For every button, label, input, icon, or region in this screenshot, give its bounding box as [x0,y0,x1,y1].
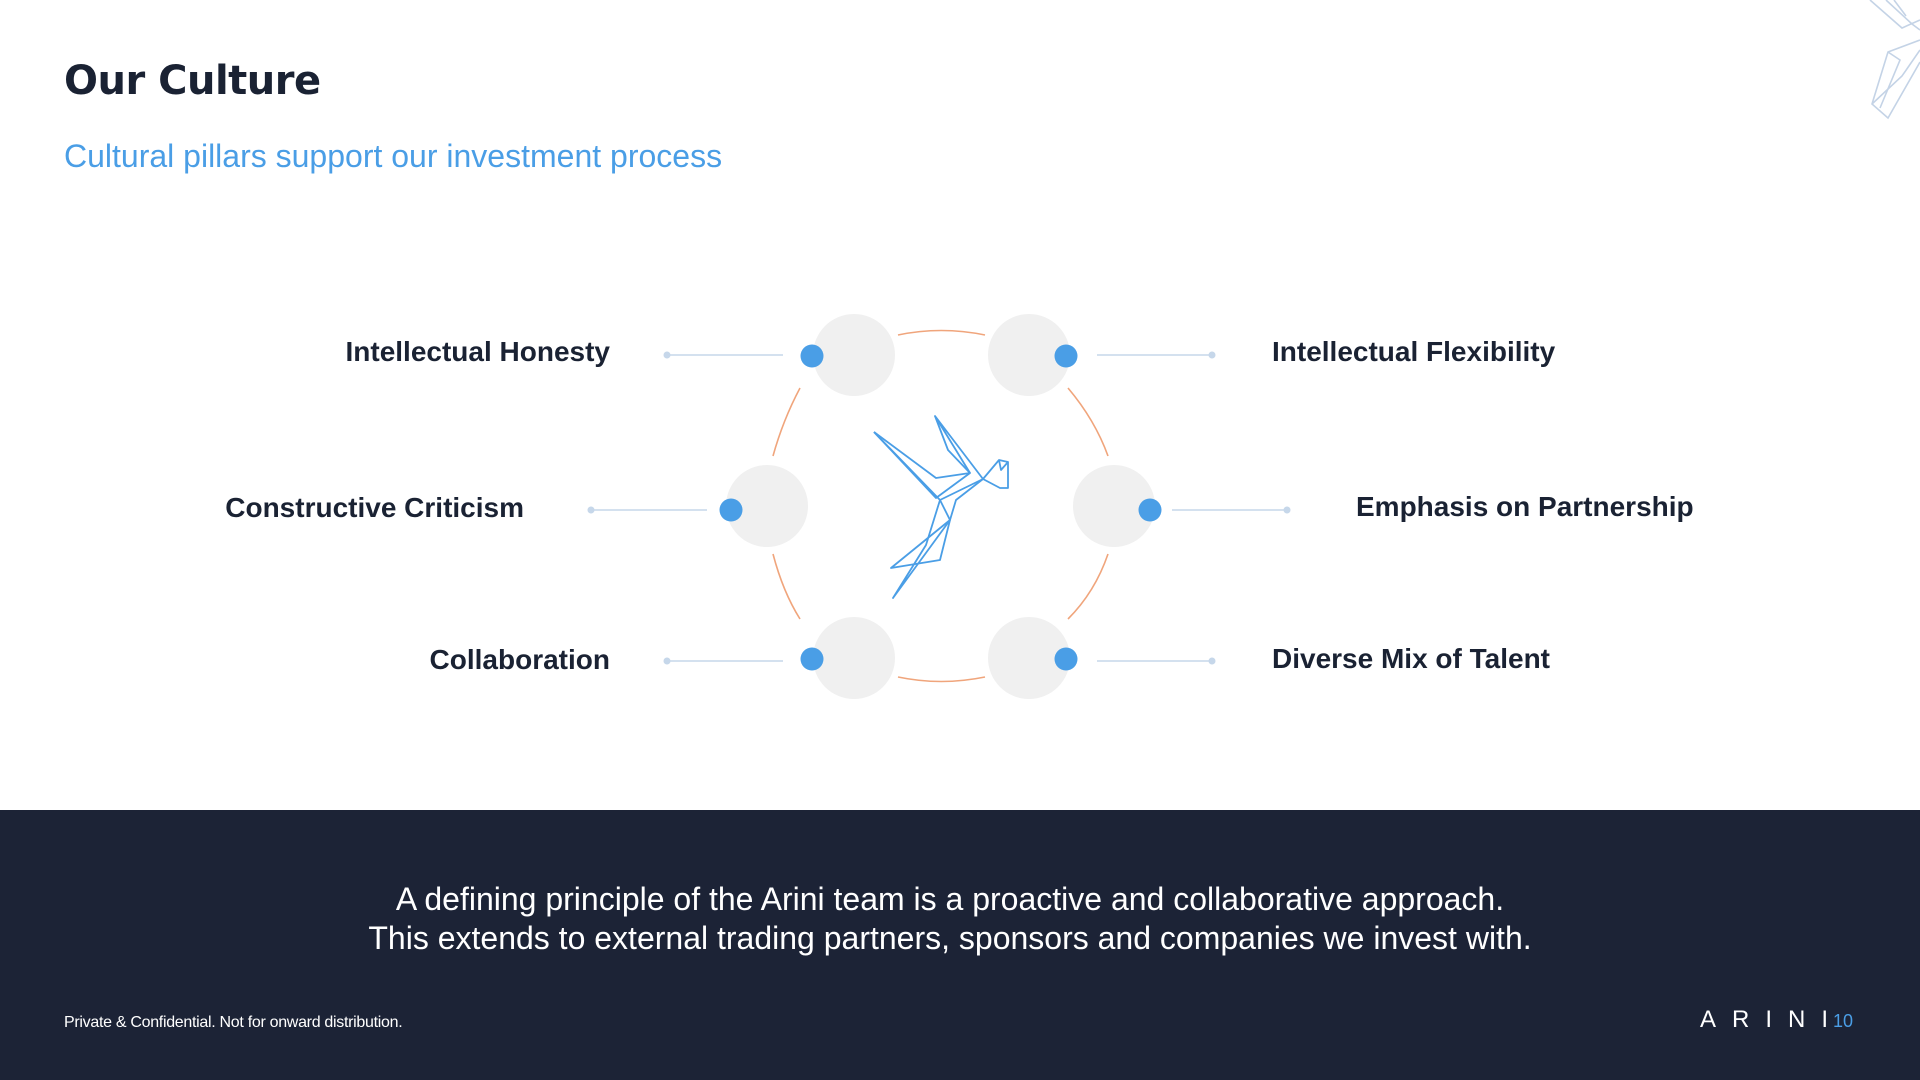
pillar-nodes [726,314,1155,699]
pillar-label-emphasis-on-partnership: Emphasis on Partnership [1356,491,1694,522]
pillar-label-intellectual-honesty: Intellectual Honesty [345,336,610,367]
brand-logo: ARINI [1700,1006,1845,1033]
page-subtitle: Cultural pillars support our investment … [64,138,723,174]
connector-lines [591,354,1287,662]
footer-banner: A defining principle of the Arini team i… [0,810,1920,1080]
pillar-label-constructive-criticism: Constructive Criticism [225,492,524,523]
statement-line-1: A defining principle of the Arini team i… [395,881,1505,917]
confidentiality-notice: Private & Confidential. Not for onward d… [64,1014,403,1031]
node-collaboration [813,617,895,699]
origami-bird-watermark-icon [1869,0,1920,120]
principle-statement: A defining principle of the Arini team i… [0,880,1900,958]
node-constructive-criticism [726,465,808,547]
culture-pillars-diagram [587,314,1291,699]
page-number: 10 [1833,1011,1854,1031]
pillar-dots [719,344,1162,671]
node-intellectual-honesty [813,314,895,396]
node-emphasis-on-partnership [1073,465,1155,547]
page-title: Our Culture [64,58,321,104]
node-diverse-mix-of-talent [988,617,1070,699]
origami-bird-icon [873,415,1009,599]
node-intellectual-flexibility [988,314,1070,396]
pillar-label-intellectual-flexibility: Intellectual Flexibility [1272,336,1556,367]
pillar-label-diverse-mix-of-talent: Diverse Mix of Talent [1272,643,1551,674]
connector-endpoints [587,351,1291,665]
orange-ring [772,329,1109,683]
pillar-label-collaboration: Collaboration [429,644,610,675]
statement-line-2: This extends to external trading partner… [368,920,1532,956]
